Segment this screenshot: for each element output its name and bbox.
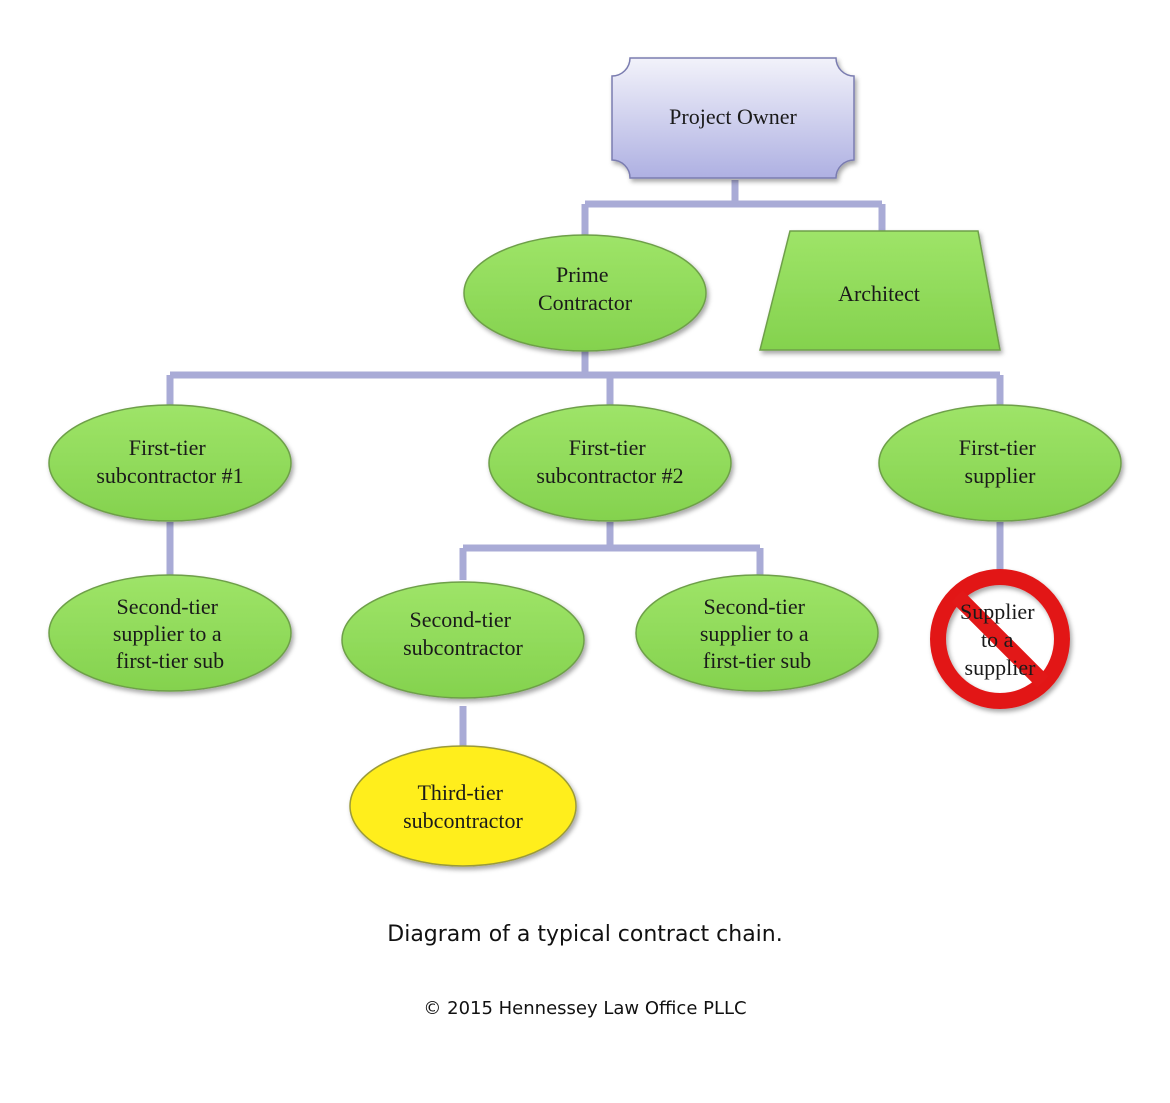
- first-tier-subcontractor-2-node: First-tier subcontractor #2: [488, 404, 732, 522]
- copyright-notice: © 2015 Hennessey Law Office PLLC: [423, 998, 747, 1019]
- architect-node: Architect: [759, 230, 1001, 351]
- prohibition-icon: [930, 569, 1070, 709]
- second-tier-supplier-a-label: Second-tier supplier to a first-tier sub: [113, 594, 227, 673]
- supplier-to-supplier-node: Supplier to a supplier: [930, 569, 1070, 709]
- second-tier-supplier-b-node: Second-tier supplier to a first-tier sub: [635, 574, 879, 692]
- architect-label: Architect: [838, 281, 920, 306]
- first-tier-subcontractor-1-node: First-tier subcontractor #1: [48, 404, 292, 522]
- second-tier-subcontractor-node: Second-tier subcontractor: [341, 581, 585, 699]
- second-tier-supplier-a-node: Second-tier supplier to a first-tier sub: [48, 574, 292, 692]
- prohibition-slash-icon: [951, 590, 1049, 688]
- second-tier-supplier-b-label: Second-tier supplier to a first-tier sub: [700, 594, 814, 673]
- supplier-to-supplier-label: Supplier to a supplier: [960, 599, 1040, 680]
- project-owner-node: Project Owner: [611, 57, 855, 179]
- connector-owner-to-prime-architect: [581, 180, 886, 244]
- second-tier-subcontractor-label: Second-tier subcontractor: [403, 607, 523, 660]
- first-tier-supplier-node: First-tier supplier: [878, 404, 1122, 522]
- connector-sub2-to-second-tier: [459, 522, 764, 580]
- first-tier-subcontractor-2-label: First-tier subcontractor #2: [536, 435, 683, 488]
- third-tier-subcontractor-node: Third-tier subcontractor: [349, 745, 577, 867]
- connector-lines: [166, 180, 1004, 746]
- first-tier-supplier-label: First-tier supplier: [959, 435, 1042, 488]
- first-tier-subcontractor-1-label: First-tier subcontractor #1: [96, 435, 243, 488]
- project-owner-label: Project Owner: [669, 104, 797, 129]
- third-tier-subcontractor-label: Third-tier subcontractor: [403, 780, 523, 833]
- connector-prime-to-first-tier: [166, 350, 1004, 418]
- diagram-caption: Diagram of a typical contract chain.: [387, 922, 783, 947]
- prime-contractor-node: Prime Contractor: [463, 234, 707, 352]
- prime-contractor-label: Prime Contractor: [538, 262, 633, 315]
